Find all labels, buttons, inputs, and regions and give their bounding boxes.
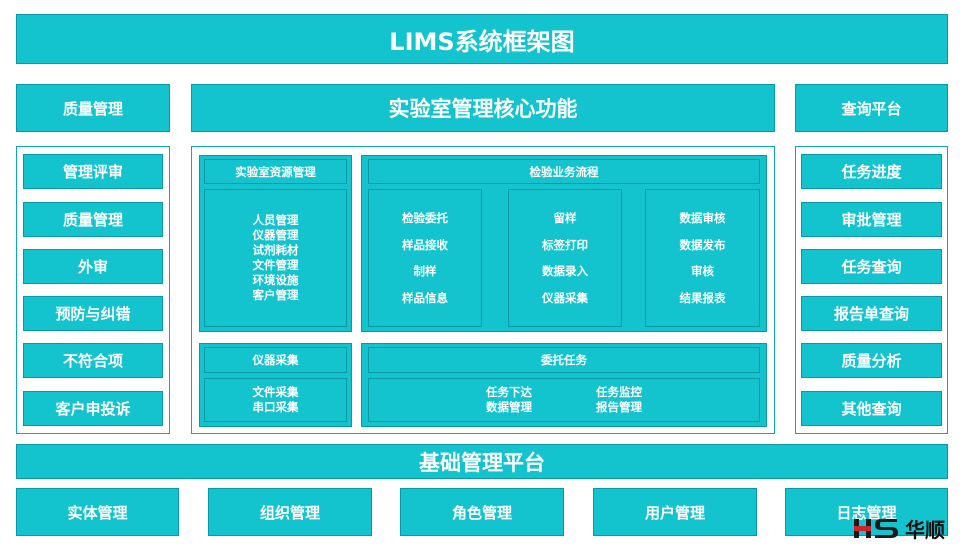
workflow-title: 检验业务流程 xyxy=(368,159,760,184)
resource-title: 实验室资源管理 xyxy=(204,159,347,184)
left-item-external-audit: 外审 xyxy=(23,249,163,284)
logo-text: 华顺 xyxy=(905,517,945,542)
resource-item: 试剂耗材 xyxy=(252,243,299,257)
left-frame xyxy=(16,146,170,434)
left-item-nonconformance: 不符合项 xyxy=(23,343,163,378)
bottom-item-organization: 组织管理 xyxy=(208,488,372,536)
left-item-customer-complaint: 客户申投诉 xyxy=(23,391,163,426)
workflow-item: 仪器采集 xyxy=(542,290,588,305)
right-item-task-progress: 任务进度 xyxy=(801,154,942,189)
workflow-item: 样品信息 xyxy=(402,290,448,305)
workflow-item: 检验委托 xyxy=(402,211,448,226)
query-header: 查询平台 xyxy=(795,84,948,132)
left-item-prevention-correction: 预防与纠错 xyxy=(23,296,163,331)
right-item-other-query: 其他查询 xyxy=(801,391,942,426)
left-item-management-review: 管理评审 xyxy=(23,154,163,189)
diagram-title: LIMS系统框架图 xyxy=(16,14,948,64)
workflow-col-3: 数据审核 数据发布 审核 结果报表 xyxy=(645,189,760,327)
workflow-item: 样品接收 xyxy=(402,237,448,252)
entrust-item: 任务下达 xyxy=(486,385,532,399)
hs-logo-icon xyxy=(854,519,898,538)
right-item-task-query: 任务查询 xyxy=(801,249,942,284)
workflow-col-1: 检验委托 样品接收 制样 样品信息 xyxy=(368,189,482,327)
entrust-title: 委托任务 xyxy=(368,347,760,373)
brand-logo: 华顺 xyxy=(853,513,958,543)
right-item-quality-analysis: 质量分析 xyxy=(801,343,942,378)
workflow-col-2: 留样 标签打印 数据录入 仪器采集 xyxy=(508,189,622,327)
resource-item: 环境设施 xyxy=(252,273,299,287)
instrument-items: 文件采集 串口采集 xyxy=(204,378,347,422)
bottom-item-user: 用户管理 xyxy=(593,488,757,536)
resource-item: 文件管理 xyxy=(252,258,299,272)
workflow-item: 标签打印 xyxy=(542,237,588,252)
quality-header: 质量管理 xyxy=(16,84,170,132)
workflow-item: 结果报表 xyxy=(679,290,726,305)
workflow-item: 制样 xyxy=(413,264,437,279)
workflow-item: 审核 xyxy=(691,264,714,279)
entrust-items: 任务下达 数据管理 任务监控 报告管理 xyxy=(368,378,760,422)
left-item-quality-management: 质量管理 xyxy=(23,202,163,237)
entrust-item: 数据管理 xyxy=(486,400,532,414)
right-item-approval: 审批管理 xyxy=(801,202,942,237)
instrument-item: 文件采集 xyxy=(252,385,299,399)
resource-item: 仪器管理 xyxy=(252,228,299,242)
bottom-item-entity: 实体管理 xyxy=(16,488,179,536)
right-item-report-query: 报告单查询 xyxy=(801,296,942,331)
workflow-item: 数据录入 xyxy=(542,264,588,279)
workflow-item: 留样 xyxy=(553,211,577,226)
entrust-item: 任务监控 xyxy=(596,385,642,399)
base-platform: 基础管理平台 xyxy=(16,444,948,479)
resource-item: 人员管理 xyxy=(252,213,299,227)
entrust-item: 报告管理 xyxy=(596,400,642,414)
right-frame xyxy=(795,146,948,434)
core-header: 实验室管理核心功能 xyxy=(191,84,775,132)
workflow-item: 数据审核 xyxy=(679,211,726,226)
bottom-item-role: 角色管理 xyxy=(400,488,564,536)
instrument-item: 串口采集 xyxy=(252,400,299,414)
resource-items: 人员管理 仪器管理 试剂耗材 文件管理 环境设施 客户管理 xyxy=(204,189,347,327)
workflow-item: 数据发布 xyxy=(679,237,726,252)
resource-item: 客户管理 xyxy=(252,288,299,302)
instrument-title: 仪器采集 xyxy=(204,347,347,373)
